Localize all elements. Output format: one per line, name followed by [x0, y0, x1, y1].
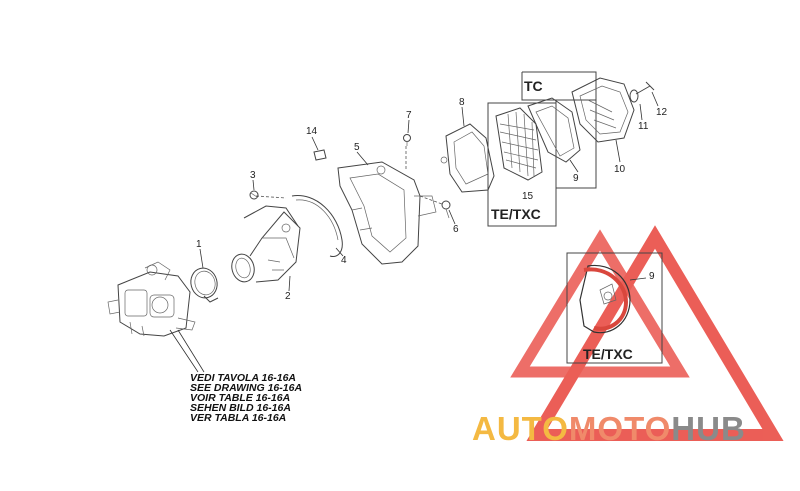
- watermark-auto: AUTO: [472, 410, 569, 447]
- callout-7: 7: [406, 110, 412, 121]
- callout-11: 11: [638, 121, 649, 132]
- svg-text:AUTOMOTOHUB: AUTOMOTOHUB: [472, 410, 746, 447]
- ref-line-es: VER TABLA 16-16A: [190, 412, 286, 424]
- callout-3: 3: [250, 170, 256, 181]
- throttle-body: [107, 261, 196, 337]
- svg-text:9: 9: [649, 271, 655, 282]
- reference-leader-a: [169, 329, 199, 373]
- te-txc-group-box: 15 TE/TXC: [487, 102, 557, 227]
- callout-12: 12: [656, 107, 668, 118]
- frame-part-8: [440, 123, 495, 193]
- end-cap-part-10: [571, 77, 635, 143]
- watermark-logo: AUTOMOTOHUB: [472, 410, 746, 447]
- intake-housing-part-2: [231, 205, 301, 283]
- ref-line-en: SEE DRAWING 16-16A: [190, 382, 302, 394]
- watermark-triangle: [510, 225, 784, 441]
- callout-4: 4: [341, 255, 347, 266]
- fastener-part-11: [629, 89, 639, 103]
- ref-line-it: VEDI TAVOLA 16-16A: [190, 372, 296, 384]
- filter-case-part-5: [337, 161, 437, 265]
- te-txc-inset-box: 9 TE/TXC: [566, 252, 663, 364]
- clamp-part-1: [190, 267, 219, 303]
- watermark-moto: MOTO: [569, 410, 671, 447]
- callout-labels: 1 2 3 4 5 6 7 8 10 11 12 14: [196, 97, 668, 302]
- ref-line-fr: VOIR TABLE 16-16A: [190, 392, 290, 404]
- clip-part-14: [313, 149, 327, 161]
- gasket-part-4: [291, 195, 343, 257]
- callout-14: 14: [306, 126, 318, 137]
- watermark-hub: HUB: [671, 410, 746, 447]
- svg-text:15: 15: [522, 191, 534, 202]
- screw-part-7: [403, 134, 411, 146]
- reference-note: VEDI TAVOLA 16-16A SEE DRAWING 16-16A VO…: [190, 372, 302, 424]
- bolt-part-12: [635, 81, 655, 95]
- box-label-te-txc: TE/TXC: [491, 206, 541, 222]
- reference-leader-b: [177, 329, 205, 373]
- callout-8: 8: [459, 97, 465, 108]
- callout-2: 2: [285, 291, 291, 302]
- cover-part-9: [527, 97, 581, 163]
- callout-5: 5: [354, 142, 360, 153]
- callout-6: 6: [453, 224, 459, 235]
- ref-line-de: SEHEN BILD 16-16A: [190, 402, 291, 414]
- cover-part-9-inset: [579, 264, 631, 334]
- tc-group-box: TC 9: [521, 71, 597, 189]
- mesh-filter-part-15: [495, 107, 543, 181]
- svg-text:9: 9: [573, 173, 579, 184]
- inset-box-label: TE/TXC: [583, 346, 633, 362]
- callout-10: 10: [614, 164, 626, 175]
- callout-1: 1: [196, 239, 202, 250]
- screw-part-3: [249, 190, 259, 200]
- dashed-guide: [255, 195, 287, 199]
- bolt-part-6: [441, 200, 451, 219]
- box-label-tc: TC: [524, 78, 543, 94]
